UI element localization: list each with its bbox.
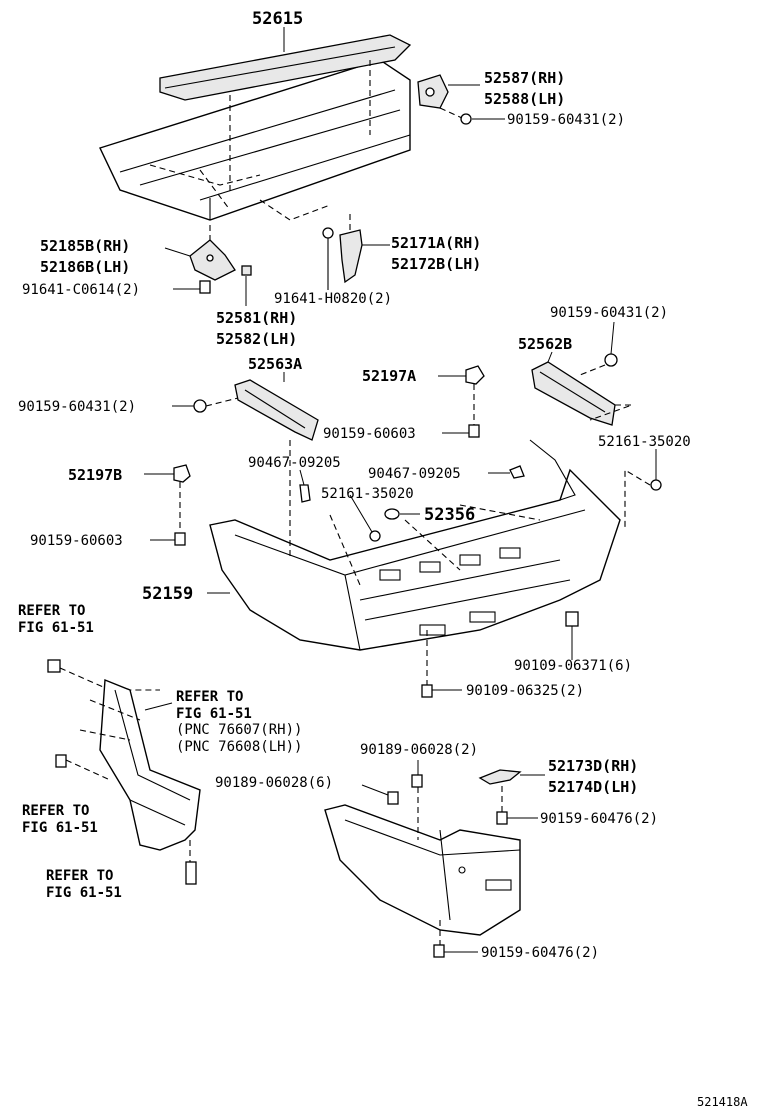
bolt-refer-3 <box>185 861 197 885</box>
bolt-90109-06371 <box>565 611 579 627</box>
bumper-corner <box>324 804 521 936</box>
label-refer-2b: FIG 61-51 <box>176 706 252 722</box>
label-52174D: 52174D(LH) <box>548 778 638 796</box>
screw-90159-60603-mid <box>468 424 480 438</box>
bracket-52587 <box>417 74 449 109</box>
bolt-91641-C0614 <box>199 280 211 294</box>
label-52615: 52615 <box>252 9 303 29</box>
bolt-refer-1 <box>47 659 61 673</box>
label-refer-4a: REFER TO <box>46 868 113 884</box>
label-90467-09205-b: 90467-09205 <box>368 466 461 482</box>
label-90159-60603-mid: 90159-60603 <box>323 426 416 442</box>
label-refer-3a: REFER TO <box>22 803 89 819</box>
clip-52197A <box>465 365 485 385</box>
label-52173D: 52173D(RH) <box>548 757 638 775</box>
bumper-cover-52159 <box>209 439 621 651</box>
label-90109-06325: 90109-06325(2) <box>466 683 584 699</box>
bolt-90159-60431-left <box>193 399 207 413</box>
label-90189-06028-a: 90189-06028(2) <box>360 742 478 758</box>
label-52587: 52587(RH) <box>484 69 565 87</box>
bracket-52173D <box>478 769 522 785</box>
label-90159-60603-left: 90159-60603 <box>30 533 123 549</box>
bracket-52185B <box>189 239 236 281</box>
screw-90159-60476-b <box>433 944 445 958</box>
label-90189-06028-b: 90189-06028(6) <box>215 775 333 791</box>
label-90159-60431-right: 90159-60431(2) <box>550 305 668 321</box>
retainer-52562B <box>531 361 616 426</box>
clip-52197B <box>173 464 191 483</box>
label-90159-60476-a: 90159-60476(2) <box>540 811 658 827</box>
label-refer-4b: FIG 61-51 <box>46 885 122 901</box>
label-52581: 52581(RH) <box>216 309 297 327</box>
screw-90189-06028-b <box>387 791 399 805</box>
label-52563A: 52563A <box>248 355 302 373</box>
screw-90467-09205-b <box>509 465 525 479</box>
nut-52161-35020-mid <box>369 530 381 542</box>
reinforcement-52615 <box>159 34 412 101</box>
bolt-refer-2 <box>55 754 67 768</box>
label-52161-35020-right: 52161-35020 <box>598 434 691 450</box>
screw-90159-60476-a <box>496 811 508 825</box>
label-52582: 52582(LH) <box>216 330 297 348</box>
label-52172B: 52172B(LH) <box>391 255 481 273</box>
screw-90467-09205-a <box>299 484 311 503</box>
bolt-90159-60431-top <box>460 113 472 125</box>
label-52185B: 52185B(RH) <box>40 237 130 255</box>
bolt-90159-60431-right <box>604 353 618 367</box>
nut-52161-35020-right <box>650 479 662 491</box>
label-90109-06371: 90109-06371(6) <box>514 658 632 674</box>
label-52197B: 52197B <box>68 466 122 484</box>
label-91641-H0820: 91641-H0820(2) <box>274 291 392 307</box>
label-pnc-76607: (PNC 76607(RH)) <box>176 722 302 738</box>
bolt-91641-H0820 <box>322 227 334 290</box>
label-52588: 52588(LH) <box>484 90 565 108</box>
bracket-52171A <box>339 229 363 284</box>
label-refer-2a: REFER TO <box>176 689 243 705</box>
label-90159-60431-top: 90159-60431(2) <box>507 112 625 128</box>
label-52161-35020-mid: 52161-35020 <box>321 486 414 502</box>
label-52562B: 52562B <box>518 335 572 353</box>
label-refer-1b: FIG 61-51 <box>18 620 94 636</box>
bolt-90109-06325 <box>421 684 433 698</box>
label-52197A: 52197A <box>362 367 416 385</box>
label-52186B: 52186B(LH) <box>40 258 130 276</box>
screw-90189-06028-a <box>411 774 423 788</box>
label-90159-60476-b: 90159-60476(2) <box>481 945 599 961</box>
label-52356: 52356 <box>424 505 475 525</box>
label-refer-1a: REFER TO <box>18 603 85 619</box>
retainer-52356 <box>384 508 400 520</box>
clip-52581 <box>241 265 252 276</box>
diagram-id: 521418A <box>697 1095 748 1109</box>
label-52159: 52159 <box>142 584 193 604</box>
label-90467-09205-a: 90467-09205 <box>248 455 341 471</box>
label-52171A: 52171A(RH) <box>391 234 481 252</box>
label-pnc-76608: (PNC 76608(LH)) <box>176 739 302 755</box>
label-refer-3b: FIG 61-51 <box>22 820 98 836</box>
label-91641-C0614: 91641-C0614(2) <box>22 282 140 298</box>
mudguard <box>99 678 201 851</box>
screw-90159-60603-left <box>174 532 186 546</box>
label-90159-60431-left: 90159-60431(2) <box>18 399 136 415</box>
retainer-52563A <box>234 379 319 441</box>
